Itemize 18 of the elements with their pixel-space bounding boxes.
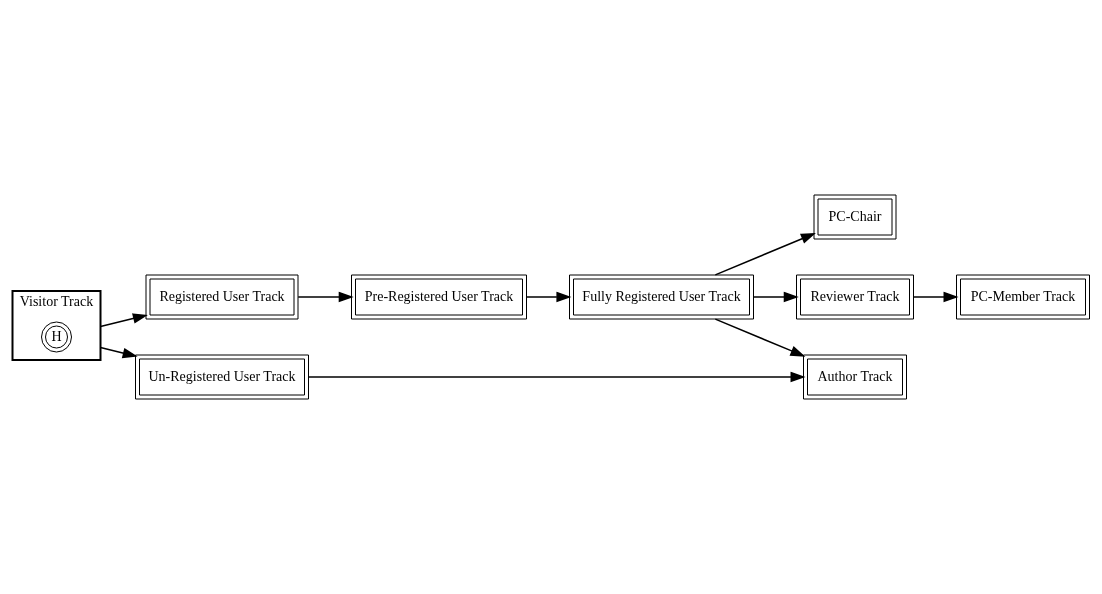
node-circle: H	[41, 321, 72, 353]
node-box: Un-Registered User Track	[135, 354, 309, 400]
node-box: Reviewer Track	[796, 274, 914, 320]
arrow	[297, 291, 354, 303]
arrow	[99, 313, 148, 328]
node-box: PC-Member Track	[956, 274, 1090, 320]
arrow	[525, 291, 572, 303]
arrow	[753, 291, 799, 303]
arrow	[99, 346, 138, 359]
node-box: PC-Chair	[813, 194, 897, 240]
arrow	[714, 232, 816, 276]
node-box: Registered User Track	[145, 274, 299, 320]
arrow	[714, 318, 806, 357]
node-box: Pre-Registered User Track	[351, 274, 527, 320]
arrow	[308, 371, 806, 383]
arrow	[912, 291, 959, 303]
node-box: Fully Registered User Track	[569, 274, 754, 320]
node-box: Author Track	[803, 354, 907, 400]
